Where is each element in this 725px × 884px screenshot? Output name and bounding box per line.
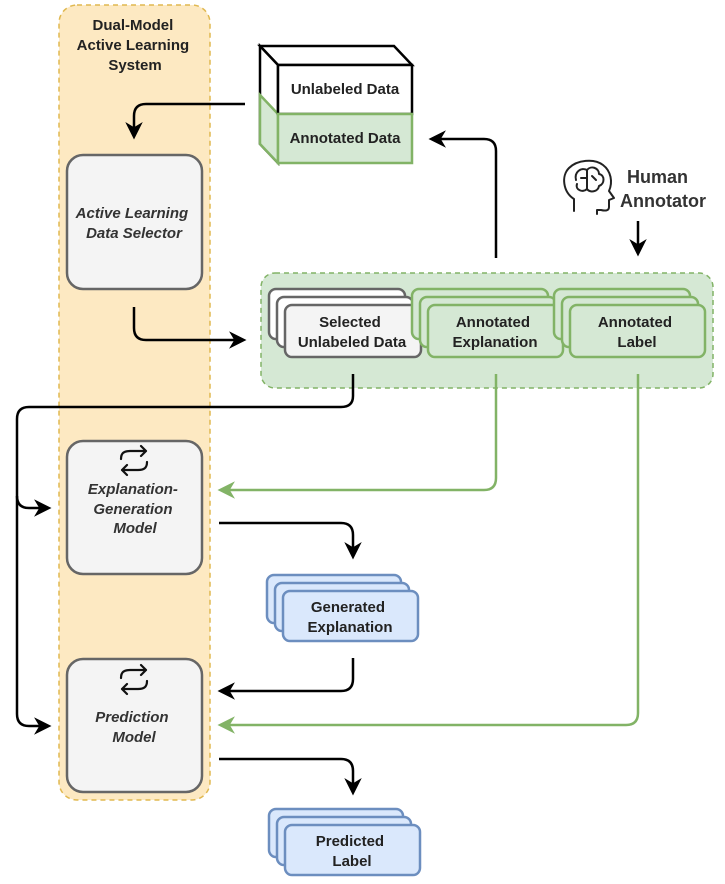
arrow-datastore-to-selector (125, 102, 245, 140)
predicted-label-stack: Predicted Label (267, 807, 422, 877)
unlabeled-data-label: Unlabeled Data (291, 81, 400, 98)
selected-unlabeled-data-label: Selected Unlabeled Data (298, 314, 407, 351)
explanation-model-label: Explanation- Generation Model (88, 481, 182, 537)
selected-unlabeled-data-stack: Selected Unlabeled Data (267, 287, 423, 359)
prediction-model-box (65, 657, 204, 794)
annotated-explanation-stack: Annotated Explanation (410, 287, 565, 359)
arrow-explanation-model-to-generated (219, 521, 362, 560)
data-selector-box (65, 153, 204, 291)
arrow-prediction-model-to-label (219, 757, 362, 796)
brain-head-icon (563, 159, 615, 215)
arrow-label-to-prediction-model (217, 374, 640, 734)
data-selector-label: Active Learning Data Selector (75, 205, 193, 242)
arrow-explanation-to-explanation-model (217, 374, 498, 499)
annotated-label-stack: Annotated Label (552, 287, 707, 359)
arrow-generated-to-prediction-model (217, 658, 355, 700)
annotated-label-label: Annotated Label (598, 314, 676, 351)
system-label: Dual-Model Active Learning System (77, 17, 194, 74)
arrow-branch-to-explanation-model (15, 495, 52, 517)
generated-explanation-label: Generated Explanation (307, 599, 392, 636)
arrow-batch-to-annotated-data (428, 130, 498, 258)
generated-explanation-stack: Generated Explanation (265, 573, 420, 643)
cycle-icon (119, 444, 149, 477)
arrow-selector-to-batch (132, 307, 247, 349)
cycle-icon (119, 663, 149, 696)
arrow-selected-data-to-models (15, 374, 355, 735)
annotated-data-box (276, 112, 414, 165)
human-annotator-label: Human Annotator (620, 167, 706, 211)
annotated-explanation-label: Annotated Explanation (452, 314, 537, 351)
explanation-model-box (65, 439, 204, 576)
data-store: Unlabeled Data Annotated Data (257, 42, 415, 167)
prediction-model-label: Prediction Model (95, 709, 173, 746)
annotated-data-label: Annotated Data (290, 130, 401, 147)
predicted-label-label: Predicted Label (316, 833, 389, 870)
unlabeled-data-box (276, 63, 414, 116)
